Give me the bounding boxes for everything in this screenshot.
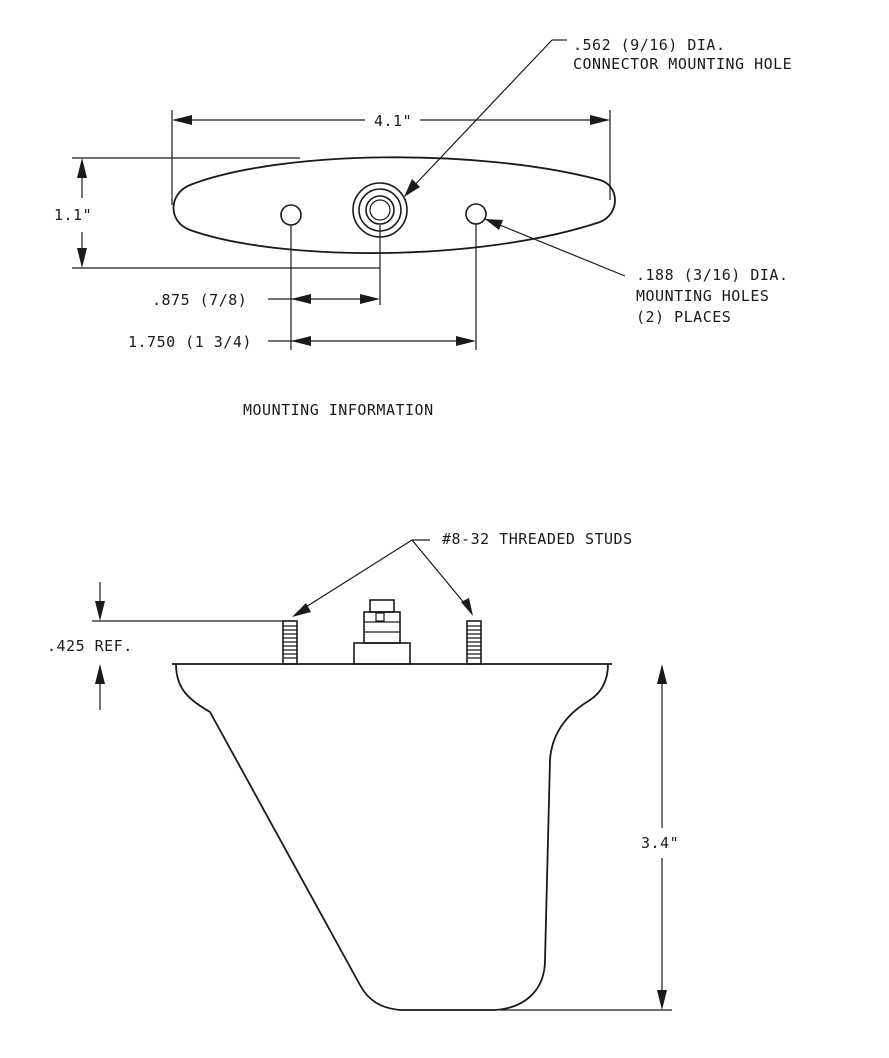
- stud-height-label: .425 REF.: [47, 637, 133, 655]
- height-dimension-top: 1.1": [54, 157, 380, 269]
- width-dim-label: 4.1": [374, 112, 412, 130]
- height-dim-label: 1.1": [54, 206, 92, 224]
- mounting-holes-note-line-1: .188 (3/16) DIA.: [636, 266, 789, 284]
- mounting-hole-left: [280, 204, 302, 226]
- threaded-stud-right: [466, 620, 482, 665]
- mounting-holes-note-line-2: MOUNTING HOLES: [636, 287, 769, 305]
- body-height-dimension: 3.4": [500, 664, 679, 1011]
- offset-dimension-1: .875 (7/8): [152, 291, 380, 309]
- mounting-holes-leader: .188 (3/16) DIA. MOUNTING HOLES (2) PLAC…: [484, 218, 789, 326]
- offset-dim-2-label: 1.750 (1 3/4): [128, 333, 252, 351]
- top-view: 4.1" 1.1" .562 (9/16) DIA. CONNECTOR MOU…: [54, 36, 792, 419]
- antenna-body-outline: [175, 663, 609, 1011]
- width-dimension: 4.1": [171, 110, 611, 205]
- body-height-label: 3.4": [641, 834, 679, 852]
- antenna-top-outline: [172, 156, 616, 254]
- offset-dim-1-label: .875 (7/8): [152, 291, 247, 309]
- side-view: #8-32 THREADED STUDS .425 REF. 3.4": [47, 530, 679, 1011]
- connector-note-line-2: CONNECTOR MOUNTING HOLE: [573, 55, 792, 73]
- studs-note: #8-32 THREADED STUDS: [442, 530, 633, 548]
- threaded-stud-left: [282, 620, 298, 665]
- studs-leader: #8-32 THREADED STUDS: [292, 530, 633, 617]
- connector-leader: .562 (9/16) DIA. CONNECTOR MOUNTING HOLE: [404, 36, 792, 197]
- mounting-holes-note-line-3: (2) PLACES: [636, 308, 731, 326]
- mounting-hole-right: [465, 203, 487, 225]
- connector-note-line-1: .562 (9/16) DIA.: [573, 36, 726, 54]
- offset-dimension-2: 1.750 (1 3/4): [128, 333, 476, 351]
- mounting-info-caption: MOUNTING INFORMATION: [243, 401, 434, 419]
- stud-height-dimension: .425 REF.: [47, 582, 283, 710]
- connector-side: [353, 599, 411, 665]
